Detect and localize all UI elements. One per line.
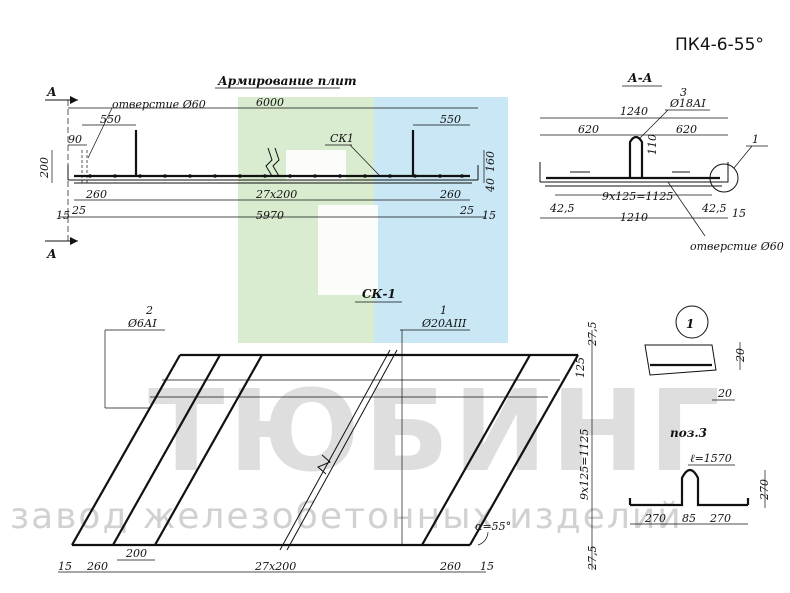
- section-view: А-А 3 Ø18АI 1240 620 620 110 1 9х125=112…: [539, 71, 784, 253]
- plan-d40: 40: [484, 178, 497, 193]
- plan-d260-right: 260: [439, 188, 461, 201]
- cage-angle: α=55°: [475, 520, 511, 533]
- cage-d260-right: 260: [439, 560, 461, 573]
- pos3-d270-right: 270: [709, 512, 731, 525]
- plan-d160: 160: [484, 151, 497, 172]
- cage-d15-right: 15: [480, 560, 494, 573]
- cage-d275-top: 27,5: [586, 322, 599, 348]
- cage-spacing-v: 9х125=1125: [578, 429, 591, 500]
- cage-view: СК-1 2 Ø6АI 1 Ø20АIII 27,5 125 9х125=112…: [58, 287, 599, 573]
- detail-1-d20-b: 20: [717, 387, 732, 400]
- section-hole-label: отверстие Ø60: [690, 240, 784, 253]
- plan-d260-left: 260: [85, 188, 107, 201]
- plan-height: 200: [38, 157, 51, 179]
- watermark-subtitle: завод железобетонных изделий: [10, 496, 683, 537]
- pos3-d270-h: 270: [758, 479, 771, 501]
- cage-pos1: 1: [440, 304, 447, 317]
- cage-rebar2: Ø6АI: [127, 317, 157, 330]
- watermark-brand: ТЮБИНГ: [148, 367, 724, 497]
- section-callout: 1: [752, 133, 759, 146]
- section-pos3: 3: [680, 86, 687, 99]
- section-mark-bottom: А: [46, 247, 57, 261]
- pos3-detail: поз.3 ℓ=1570 270 270 85 270: [628, 426, 771, 525]
- section-spacing: 9х125=1125: [602, 190, 673, 203]
- section-total: 1210: [620, 211, 648, 224]
- cage-title: СК-1: [362, 287, 396, 301]
- cage-d125: 125: [574, 357, 587, 378]
- cage-d275-bottom: 27,5: [586, 546, 599, 572]
- section-d42-left: 42,5: [549, 202, 575, 215]
- pos3-title: поз.3: [670, 426, 707, 440]
- pos3-d270-left: 270: [644, 512, 666, 525]
- section-rebar3: Ø18АI: [669, 97, 706, 110]
- cage-d15: 15: [58, 560, 72, 573]
- pos3-d85: 85: [682, 512, 696, 525]
- section-d620-left: 620: [578, 123, 599, 136]
- plan-d15-right: 15: [482, 209, 496, 222]
- cage-d200: 200: [125, 547, 147, 560]
- detail-1: 1 20 20: [644, 305, 747, 401]
- section-d110: 110: [646, 134, 659, 155]
- plan-offset-left: 550: [100, 113, 121, 126]
- plan-offset-right: 550: [440, 113, 461, 126]
- rebar-dots: [88, 174, 464, 178]
- section-width-top: 1240: [620, 105, 648, 118]
- cage-rebar1: Ø20АIII: [421, 317, 467, 330]
- plan-length: 6000: [256, 96, 284, 109]
- section-mark-top: А: [46, 85, 57, 99]
- cage-d260-left: 260: [86, 560, 108, 573]
- watermark-cutout: [318, 205, 378, 295]
- plan-spacing: 27х200: [255, 188, 297, 201]
- section-d42-right: 42,5: [701, 202, 727, 215]
- detail-1-label: 1: [686, 317, 694, 331]
- product-code: ПК4-6-55°: [675, 35, 764, 55]
- cage-spacing-h: 27х200: [254, 560, 296, 573]
- plan-d25-left: 25: [71, 204, 86, 217]
- plan-total: 5970: [256, 209, 284, 222]
- plan-d90: 90: [68, 133, 82, 146]
- section-d15: 15: [732, 207, 746, 220]
- plan-d25-right: 25: [459, 204, 474, 217]
- plan-view: Армирование плит А А: [38, 74, 497, 261]
- watermark: ТЮБИНГ завод железобетонных изделий: [10, 97, 724, 537]
- plan-hole-label: отверстие Ø60: [112, 98, 206, 111]
- plan-title: Армирование плит: [217, 74, 357, 88]
- pos3-length: ℓ=1570: [690, 452, 732, 465]
- section-title: А-А: [627, 71, 653, 85]
- detail-1-d20-a: 20: [734, 348, 747, 363]
- cage-pos2: 2: [145, 304, 153, 317]
- plan-d15-left: 15: [56, 209, 70, 222]
- section-d620-right: 620: [676, 123, 697, 136]
- plan-cage-label: СК1: [330, 132, 354, 145]
